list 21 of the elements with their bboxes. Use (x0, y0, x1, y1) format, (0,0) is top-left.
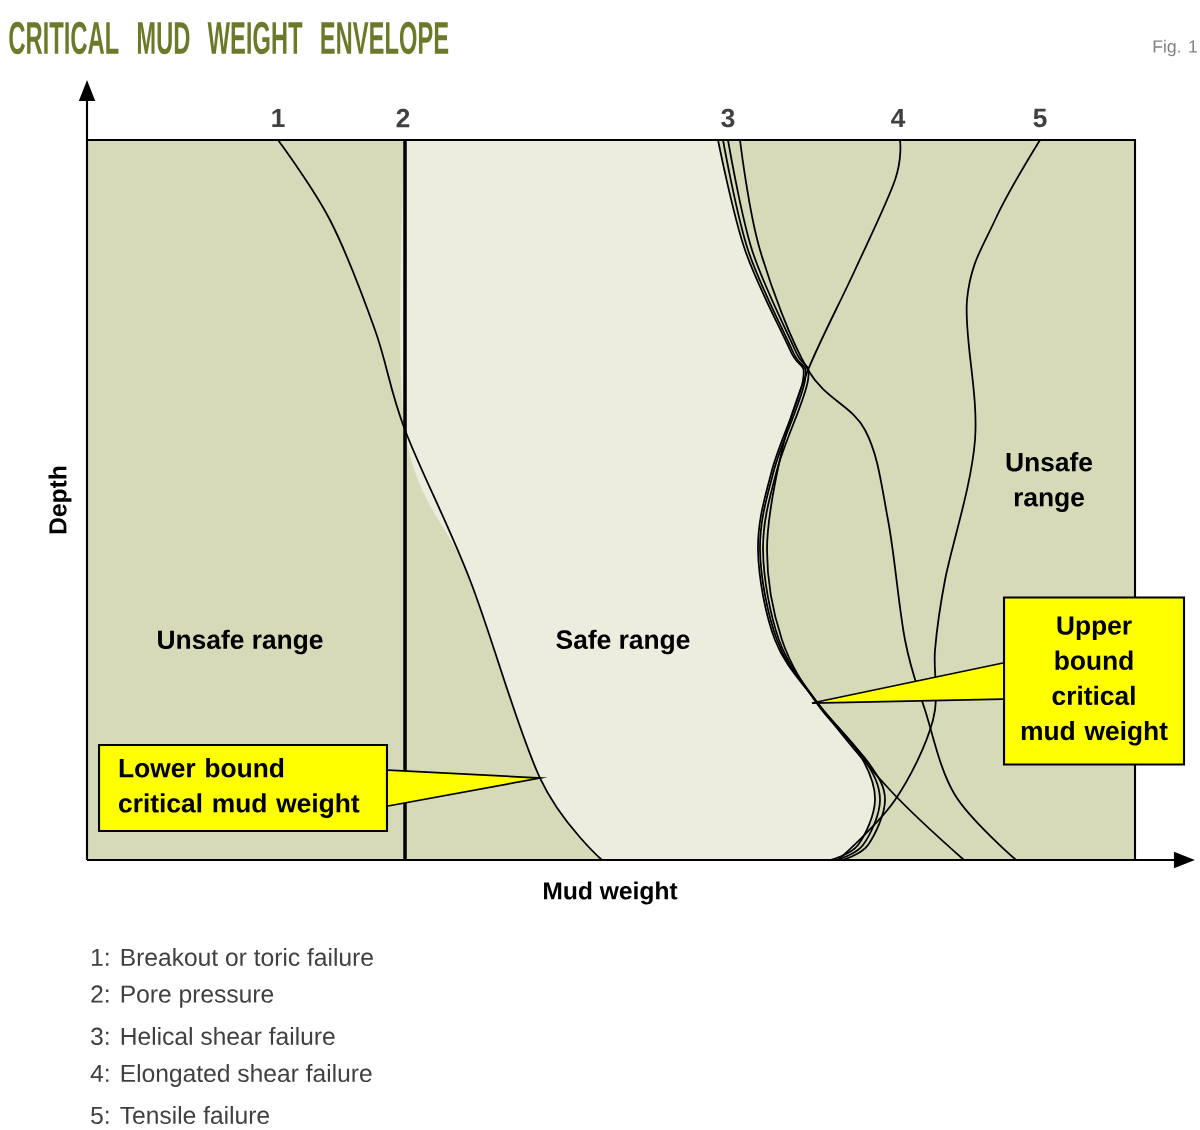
axis-label: Mud weight (544, 881, 678, 905)
legend-text: 5: Tensile failure (91, 1106, 269, 1125)
legend-text: 4: Elongated shear failure (90, 1064, 372, 1087)
curve-number: 3 (721, 108, 735, 128)
curve-number: 5 (1033, 108, 1047, 128)
fig-number: Fig. 1 (1153, 39, 1197, 57)
title: CRITICAL MUD WEIGHT ENVELOPE (9, 21, 449, 55)
legend-text: 2: Pore pressure (91, 985, 274, 1008)
legend-text: 3: Helical shear failure (91, 1027, 335, 1046)
callout-pointer (811, 662, 1004, 704)
region-label: Unsafe range (158, 629, 323, 655)
curve-number: 1 (272, 108, 285, 128)
legend-text: 1: Breakout or toric failure (92, 948, 373, 967)
curve-number: 4 (891, 108, 906, 128)
callout-pointer (387, 769, 548, 807)
region-label: Safe range (556, 629, 690, 655)
callout-box: Upper bound critical mud weight (1002, 596, 1186, 766)
curve-number: 2 (396, 108, 410, 128)
region-label: Unsafe range (1006, 452, 1093, 512)
axis-label: Depth (48, 466, 72, 534)
callout-box: Lower bound critical mud weight (97, 743, 389, 833)
